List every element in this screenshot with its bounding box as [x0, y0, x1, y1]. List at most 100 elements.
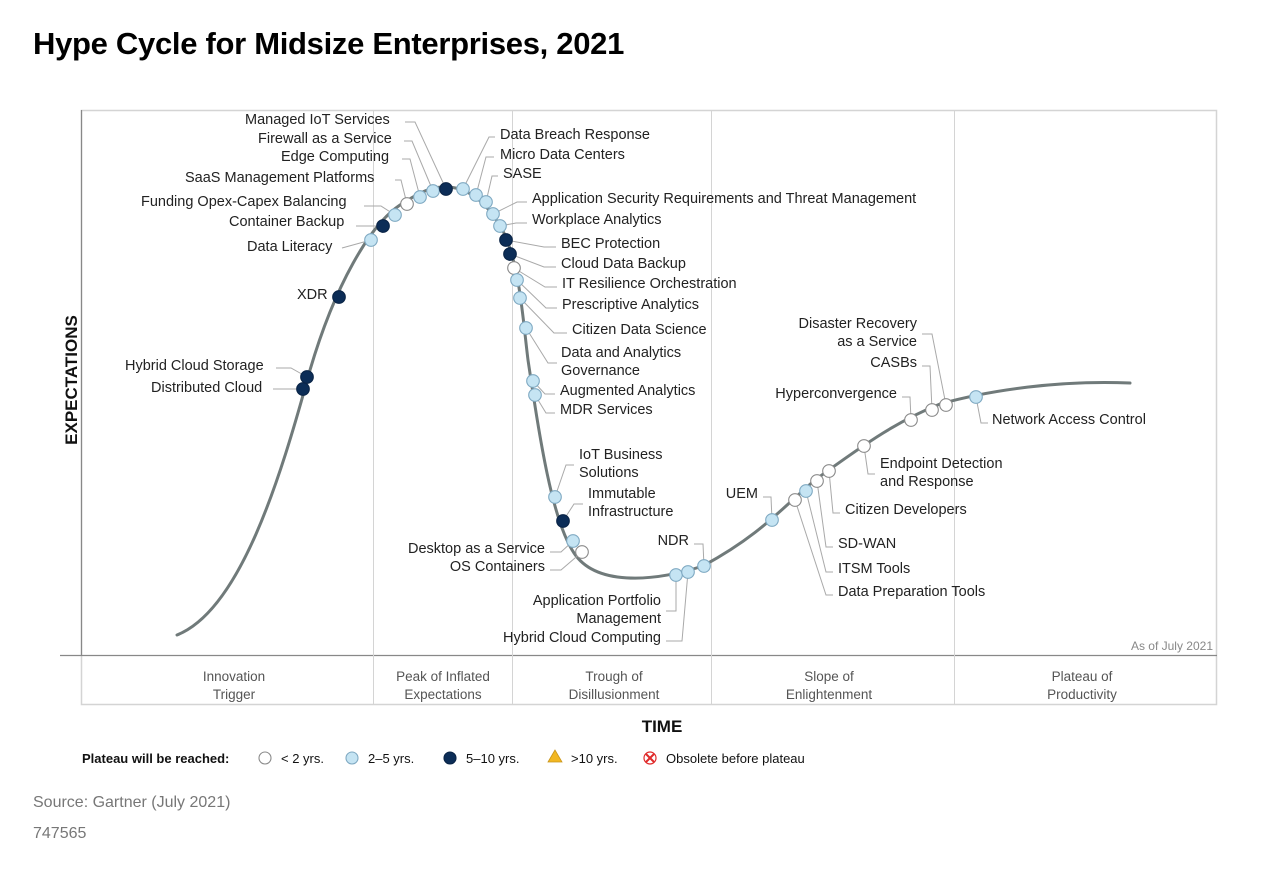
marker-distributed-cloud[interactable]: [296, 382, 310, 396]
marker-citizen-developers[interactable]: [822, 464, 836, 478]
plateau-legend: Plateau will be reached: < 2 yrs. 2–5 yrs.…: [82, 749, 805, 766]
marker-data-and-analytics-governance[interactable]: [519, 321, 533, 335]
marker-augmented-analytics[interactable]: [526, 374, 540, 388]
legend-label-gt10: >10 yrs.: [571, 751, 618, 766]
leader-hyperconvergence: [902, 396, 912, 421]
label-cloud-data-backup: Cloud Data Backup: [561, 256, 686, 272]
legend-marker-gt10: [547, 749, 563, 763]
marker-xdr[interactable]: [332, 290, 346, 304]
marker-application-portfolio-management[interactable]: [669, 568, 683, 582]
marker-sase[interactable]: [479, 195, 493, 209]
marker-os-containers[interactable]: [575, 545, 589, 559]
label-distributed-cloud: Distributed Cloud: [151, 380, 262, 396]
marker-saas-management-platforms[interactable]: [400, 197, 414, 211]
marker-managed-iot-services[interactable]: [439, 182, 453, 196]
label-data-literacy: Data Literacy: [247, 239, 333, 255]
leader-sase: [485, 175, 498, 203]
legend-label-y5to10: 5–10 yrs.: [466, 751, 519, 766]
marker-bec-protection[interactable]: [499, 233, 513, 247]
legend-marker-lt2: [258, 751, 272, 765]
marker-cloud-data-backup[interactable]: [503, 247, 517, 261]
leader-uem: [763, 496, 773, 521]
label-itsm-tools: ITSM Tools: [838, 561, 910, 577]
x-axis-title: TIME: [642, 717, 683, 736]
label-managed-iot-services: Managed IoT Services: [245, 112, 390, 128]
marker-application-security-requirements-and-threat-management[interactable]: [486, 207, 500, 221]
leader-iot-business-solutions: [554, 464, 574, 498]
marker-firewall-as-a-service[interactable]: [426, 184, 440, 198]
leader-managed-iot-services: [405, 121, 447, 190]
leader-prescriptive-analytics: [516, 279, 557, 309]
legend-marker-y5to10: [443, 751, 457, 765]
marker-hyperconvergence[interactable]: [904, 413, 918, 427]
legend-title: Plateau will be reached:: [82, 751, 229, 766]
marker-citizen-data-science[interactable]: [513, 291, 527, 305]
marker-mdr-services[interactable]: [528, 388, 542, 402]
leader-ndr: [694, 543, 705, 567]
label-ndr: NDR: [658, 533, 689, 549]
legend-label-y2to5: 2–5 yrs.: [368, 751, 414, 766]
leader-citizen-developers: [828, 470, 840, 514]
marker-network-access-control[interactable]: [969, 390, 983, 404]
marker-desktop-as-a-service[interactable]: [566, 534, 580, 548]
label-xdr: XDR: [297, 287, 328, 303]
label-os-containers: OS Containers: [450, 559, 545, 575]
label-bec-protection: BEC Protection: [561, 236, 660, 252]
leader-disaster-recovery-as-a-service: [922, 333, 947, 406]
marker-ndr[interactable]: [697, 559, 711, 573]
marker-funding-opex-capex-balancing[interactable]: [388, 208, 402, 222]
label-uem: UEM: [726, 486, 758, 502]
marker-disaster-recovery-as-a-service[interactable]: [939, 398, 953, 412]
marker-immutable-infrastructure[interactable]: [556, 514, 570, 528]
marker-sd-wan[interactable]: [810, 474, 824, 488]
marker-micro-data-centers[interactable]: [469, 188, 483, 202]
leader-itsm-tools: [805, 490, 833, 573]
marker-data-preparation-tools[interactable]: [788, 493, 802, 507]
marker-workplace-analytics[interactable]: [493, 219, 507, 233]
leader-edge-computing: [402, 158, 421, 198]
as-of-note: As of July 2021: [1131, 639, 1213, 653]
leader-network-access-control: [975, 396, 988, 424]
legend-label-obsolete: Obsolete before plateau: [666, 751, 805, 766]
legend-marker-y2to5: [345, 751, 359, 765]
leader-cloud-data-backup: [509, 253, 556, 268]
marker-iot-business-solutions[interactable]: [548, 490, 562, 504]
leader-application-security-requirements-and-threat-management: [492, 201, 527, 215]
marker-it-resilience-orchestration[interactable]: [507, 261, 521, 275]
marker-itsm-tools[interactable]: [799, 484, 813, 498]
marker-hybrid-cloud-storage[interactable]: [300, 370, 314, 384]
leader-bec-protection: [505, 239, 556, 248]
leader-hybrid-cloud-computing: [666, 571, 689, 642]
legend-marker-obsolete: [643, 751, 657, 765]
leader-micro-data-centers: [475, 156, 494, 196]
marker-hybrid-cloud-computing[interactable]: [681, 565, 695, 579]
marker-data-literacy[interactable]: [364, 233, 378, 247]
marker-casbs[interactable]: [925, 403, 939, 417]
label-casbs: CASBs: [870, 355, 917, 371]
y-axis-title: EXPECTATIONS: [62, 315, 81, 445]
marker-uem[interactable]: [765, 513, 779, 527]
leader-data-and-analytics-governance: [525, 327, 557, 364]
label-application-security-requirements-and-threat-management: Application Security Requirements and Th…: [532, 191, 916, 207]
marker-data-breach-response[interactable]: [456, 182, 470, 196]
leader-application-portfolio-management: [666, 575, 677, 612]
label-desktop-as-a-service: Desktop as a Service: [408, 541, 545, 557]
marker-prescriptive-analytics[interactable]: [510, 273, 524, 287]
source-note: Source: Gartner (July 2021): [33, 794, 231, 811]
marker-container-backup[interactable]: [376, 219, 390, 233]
label-saas-management-platforms: SaaS Management Platforms: [185, 170, 374, 186]
marker-endpoint-detection-and-response[interactable]: [857, 439, 871, 453]
marker-edge-computing[interactable]: [413, 190, 427, 204]
legend-label-lt2: < 2 yrs.: [281, 751, 324, 766]
leader-casbs: [922, 365, 933, 411]
label-prescriptive-analytics: Prescriptive Analytics: [562, 297, 699, 313]
